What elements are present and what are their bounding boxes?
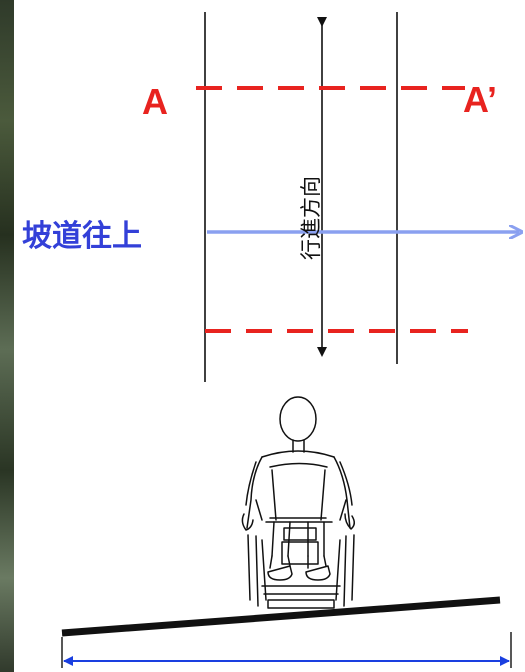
- label-ramp-up: 坡道往上: [22, 219, 142, 254]
- wheelchair-user-icon: [241, 396, 355, 609]
- ramp-slope: [61, 596, 501, 637]
- label-a-left: A: [142, 81, 168, 122]
- photo-edge-strip: [0, 0, 14, 672]
- label-a-right: A’: [463, 79, 497, 120]
- label-travel-direction: 行進方向: [299, 176, 323, 260]
